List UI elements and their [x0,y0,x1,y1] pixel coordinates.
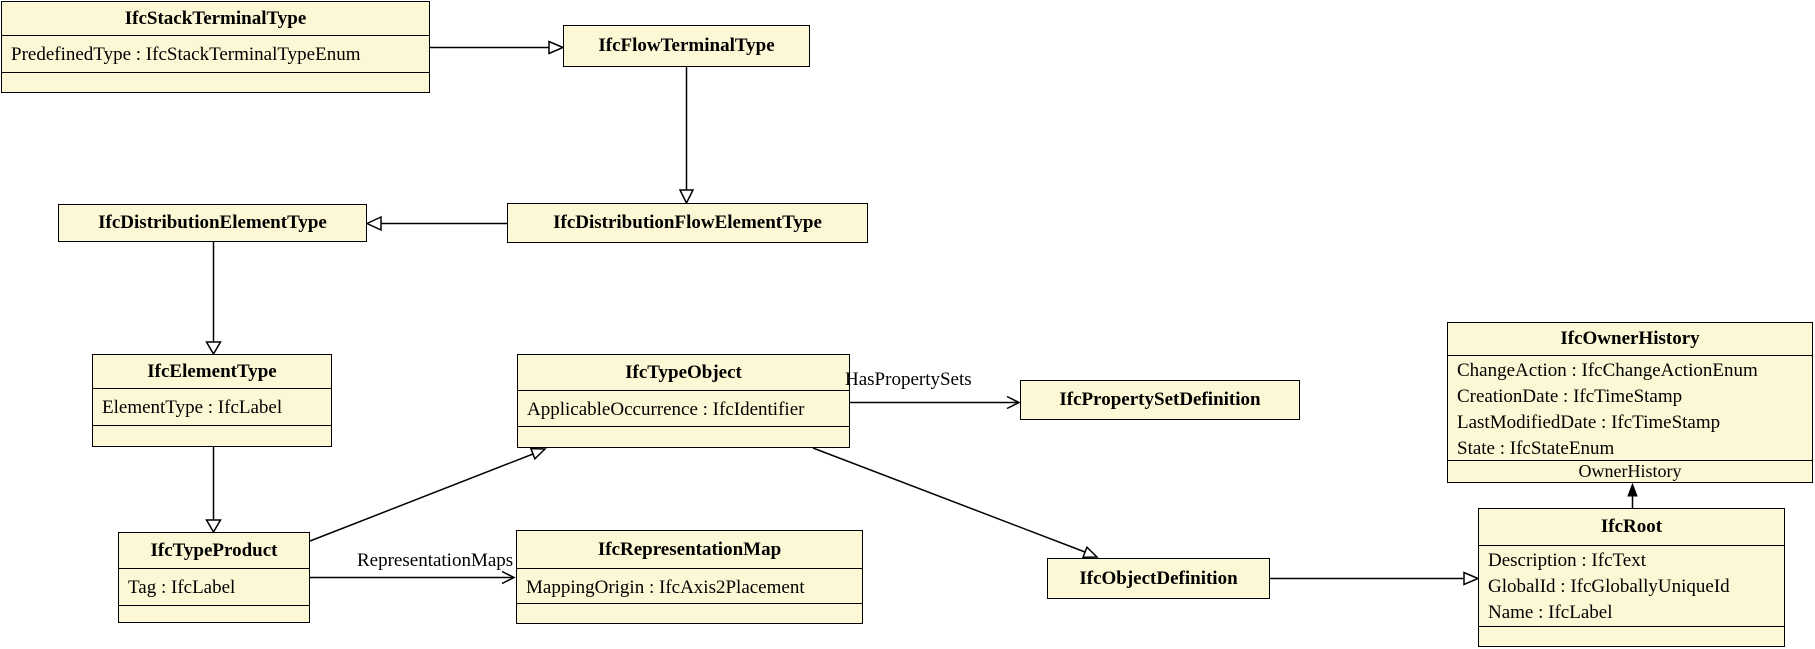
class-attribute: PredefinedType : IfcStackTerminalTypeEnu… [11,44,361,65]
class-attributes: PredefinedType : IfcStackTerminalTypeEnu… [2,35,429,72]
edge-label-owner-history: OwnerHistory [1448,460,1812,482]
class-attribute: ApplicableOccurrence : IfcIdentifier [527,399,805,420]
class-title: IfcPropertySetDefinition [1059,389,1261,410]
class-ifc-property-set-definition[interactable]: IfcPropertySetDefinition [1020,380,1300,420]
class-ifc-type-object[interactable]: IfcTypeObject ApplicableOccurrence : Ifc… [517,354,850,448]
class-attribute: ChangeAction : IfcChangeActionEnum [1457,360,1758,381]
edge-generalization-distributionflowelementtype-distributionelementtype [365,215,507,232]
empty-compartment [93,425,331,446]
class-ifc-object-definition[interactable]: IfcObjectDefinition [1047,558,1270,599]
class-attributes: Tag : IfcLabel [119,568,309,605]
class-title: IfcFlowTerminalType [598,35,775,56]
class-attributes: Description : IfcText GlobalId : IfcGlob… [1479,545,1784,626]
empty-compartment [1479,626,1784,646]
class-ifc-root[interactable]: IfcRoot Description : IfcText GlobalId :… [1478,508,1785,647]
class-title: IfcTypeProduct [150,539,278,561]
class-attribute: GlobalId : IfcGloballyUniqueId [1488,576,1730,597]
edge-label-representation-maps: RepresentationMaps [357,550,514,571]
class-attribute: Tag : IfcLabel [128,577,236,598]
class-attribute: LastModifiedDate : IfcTimeStamp [1457,412,1721,433]
class-title: IfcObjectDefinition [1079,567,1238,589]
class-attributes: ElementType : IfcLabel [93,388,331,425]
class-title: IfcOwnerHistory [1560,328,1700,349]
class-ifc-representation-map[interactable]: IfcRepresentationMap MappingOrigin : Ifc… [516,530,863,624]
class-ifc-owner-history[interactable]: IfcOwnerHistory ChangeAction : IfcChange… [1447,322,1813,483]
class-attribute: Description : IfcText [1488,550,1647,571]
empty-compartment [119,605,309,622]
class-title: IfcRepresentationMap [597,538,782,560]
class-ifc-type-product[interactable]: IfcTypeProduct Tag : IfcLabel [118,532,310,623]
class-title: IfcElementType [147,360,277,382]
class-title: IfcDistributionElementType [98,212,327,233]
edge-generalization-flowterminaltype-distributionflowelementtype [678,67,695,205]
empty-compartment [518,426,849,447]
edge-generalization-distributionelementtype-elementtype [205,242,222,356]
class-attribute: ElementType : IfcLabel [102,397,283,418]
class-title: IfcDistributionFlowElementType [553,212,822,233]
class-title: IfcTypeObject [625,361,742,383]
class-attributes: MappingOrigin : IfcAxis2Placement [517,568,862,603]
edge-association-haspropertysets [850,395,1021,410]
edge-label-has-property-sets: HasPropertySets [845,369,972,390]
class-attribute: State : IfcStateEnum [1457,438,1615,459]
edge-generalization-objectdefinition-root [1270,571,1480,586]
class-attributes: ChangeAction : IfcChangeActionEnum Creat… [1448,355,1812,460]
edge-association-representationmaps [310,570,516,585]
class-attributes: ApplicableOccurrence : IfcIdentifier [518,390,849,426]
class-ifc-distribution-element-type[interactable]: IfcDistributionElementType [58,204,367,242]
class-attribute: MappingOrigin : IfcAxis2Placement [526,577,805,598]
class-title: IfcStackTerminalType [124,7,307,29]
class-attribute: CreationDate : IfcTimeStamp [1457,386,1683,407]
empty-compartment [517,603,862,623]
edge-association-ownerhistory [1627,482,1638,508]
empty-compartment [2,72,429,92]
class-ifc-flow-terminal-type[interactable]: IfcFlowTerminalType [563,25,810,67]
class-ifc-distribution-flow-element-type[interactable]: IfcDistributionFlowElementType [507,203,868,243]
edge-generalization-stackterminaltype-flowterminaltype [430,40,565,55]
class-attribute: Name : IfcLabel [1488,602,1613,623]
class-ifc-element-type[interactable]: IfcElementType ElementType : IfcLabel [92,354,332,447]
edge-generalization-elementtype-typeproduct [205,447,222,534]
edge-generalization-typeproduct-typeobject [309,447,547,542]
class-title: IfcRoot [1600,516,1663,537]
class-ifc-stack-terminal-type[interactable]: IfcStackTerminalType PredefinedType : If… [1,1,430,93]
